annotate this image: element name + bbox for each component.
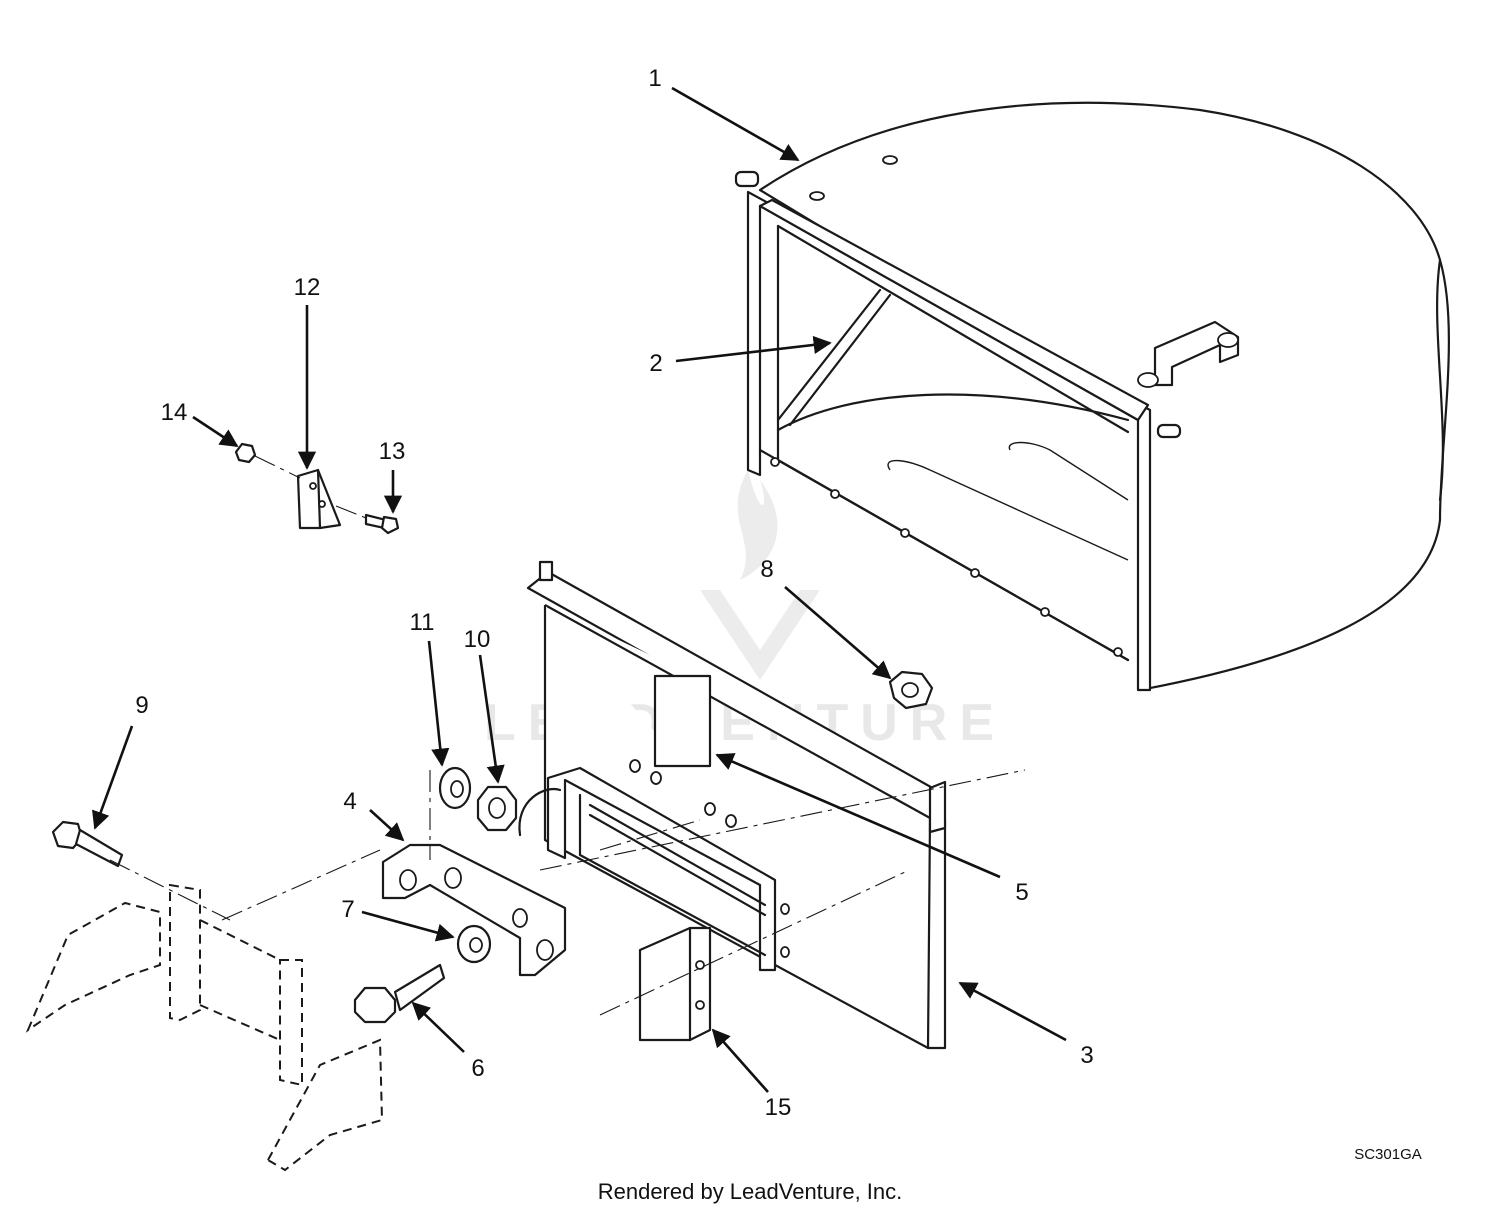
part-washer-11[interactable]: [438, 766, 472, 810]
callout-5: 5: [1015, 879, 1028, 906]
callout-11: 11: [410, 609, 435, 636]
part-bolt-6[interactable]: [353, 963, 446, 1024]
callout-12: 12: [294, 274, 321, 301]
part-bolt-9[interactable]: [51, 820, 124, 868]
callout-7: 7: [341, 896, 354, 923]
callout-9: 9: [135, 692, 148, 719]
callout-1: 1: [648, 65, 661, 92]
part-decal[interactable]: [653, 674, 712, 768]
callout-2: 2: [649, 350, 662, 377]
part-hitch-bracket[interactable]: [381, 843, 567, 977]
part-mount-plate[interactable]: [518, 560, 947, 1050]
callout-labels: 1 2 3 4 5 6 7 8 9 10 11 12 13 14 15: [135, 65, 1093, 1121]
callout-15: 15: [765, 1094, 792, 1121]
callout-10: 10: [464, 626, 491, 653]
watermark-v-icon: [700, 590, 820, 680]
callout-6: 6: [471, 1055, 484, 1082]
drawing-code: SC301GA: [1354, 1146, 1422, 1163]
leader-lines: [92, 86, 1067, 1093]
part-lock-nut-8[interactable]: [888, 670, 934, 710]
part-nut-14[interactable]: [234, 442, 257, 464]
part-screw-13[interactable]: [364, 513, 400, 535]
callout-14: 14: [161, 399, 188, 426]
part-gusset-12[interactable]: [296, 468, 342, 530]
assembly-center-lines: [109, 455, 1026, 1016]
callout-13: 13: [379, 438, 406, 465]
part-angle-bracket[interactable]: [638, 926, 712, 1042]
render-credit: Rendered by LeadVenture, Inc.: [598, 1179, 903, 1204]
watermark-flame-icon: [737, 470, 778, 580]
part-lock-nut-10[interactable]: [476, 785, 518, 832]
callout-4: 4: [343, 788, 356, 815]
tractor-frame-reference: [25, 883, 384, 1172]
part-bag-frame[interactable]: [734, 170, 1240, 692]
callout-8: 8: [760, 556, 773, 583]
callout-3: 3: [1080, 1042, 1093, 1069]
part-washer-7[interactable]: [456, 924, 492, 964]
